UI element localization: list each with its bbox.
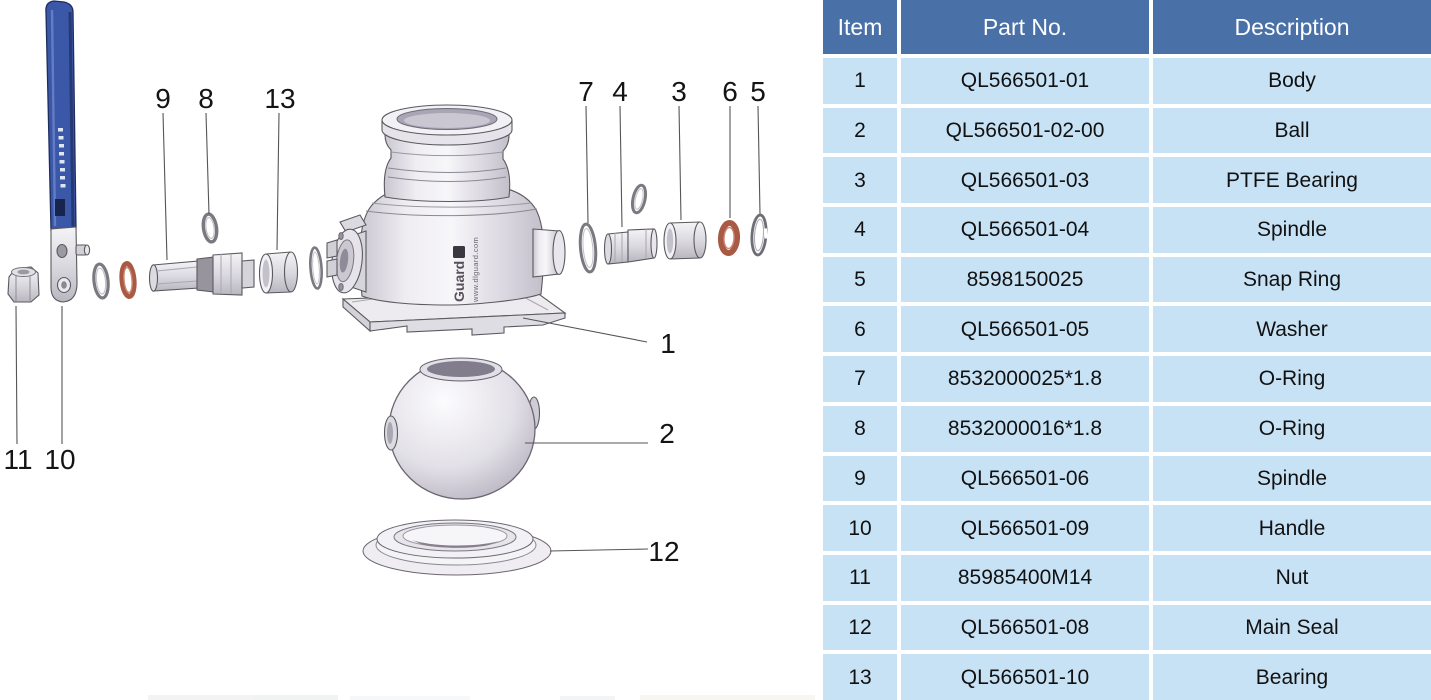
part-no-cell: QL566501-01: [901, 58, 1149, 104]
item-cell: 3: [823, 157, 897, 204]
main-seal-part: [362, 519, 552, 576]
ptfe-bearing-3-part: [663, 221, 707, 260]
callout-3: 3: [671, 76, 687, 107]
red-washer-left-part: [119, 261, 137, 299]
brand-logo-icon: [453, 246, 465, 258]
washer-ring-part: [92, 262, 110, 300]
callout-2: 2: [659, 418, 675, 449]
callout-12: 12: [648, 536, 679, 567]
part-no-cell: 8598150025: [901, 256, 1149, 303]
callout-13: 13: [264, 83, 295, 114]
col-header-description: Description: [1153, 0, 1431, 54]
spindle-9-part: [148, 252, 255, 296]
description-cell: O-Ring: [1153, 405, 1431, 452]
description-cell: Body: [1153, 58, 1431, 104]
description-cell: Snap Ring: [1153, 256, 1431, 303]
item-cell: 7: [823, 356, 897, 402]
description-cell: Handle: [1153, 505, 1431, 551]
part-no-cell: QL566501-05: [901, 306, 1149, 353]
description-cell: Ball: [1153, 107, 1431, 154]
description-cell: Spindle: [1153, 455, 1431, 502]
body-url-text: www.dlguard.com: [471, 237, 480, 303]
callout-7: 7: [578, 76, 594, 107]
description-cell: PTFE Bearing: [1153, 157, 1431, 204]
description-cell: O-Ring: [1153, 356, 1431, 402]
item-cell: 5: [823, 256, 897, 303]
item-cell: 10: [823, 505, 897, 551]
item-cell: 13: [823, 654, 897, 700]
part-no-cell: QL566501-10: [901, 654, 1149, 700]
nut-part: [7, 266, 40, 303]
description-cell: Bearing: [1153, 654, 1431, 700]
description-cell: Washer: [1153, 306, 1431, 353]
item-cell: 11: [823, 554, 897, 601]
o-ring-8-part: [201, 212, 219, 244]
col-header-part-no: Part No.: [901, 0, 1149, 54]
callout-labels: 9 8 13 7 4 3 6 5 1 2 12 11 10: [3, 76, 765, 567]
callout-8: 8: [198, 83, 214, 114]
callout-10: 10: [44, 444, 75, 475]
body-brand-print: Guard www.dlguard.com: [451, 237, 480, 303]
o-ring-7-part: [578, 222, 598, 274]
snap-ring-5-part: [750, 213, 768, 257]
part-no-cell: QL566501-08: [901, 604, 1149, 651]
handle-print-marks: [58, 128, 66, 188]
part-no-cell: 8532000016*1.8: [901, 405, 1149, 452]
description-cell: Main Seal: [1153, 604, 1431, 651]
handle-part: [45, 0, 91, 303]
col-header-item: Item: [823, 0, 897, 54]
washer-6-part: [717, 220, 741, 256]
callout-9: 9: [155, 83, 171, 114]
item-cell: 1: [823, 58, 897, 104]
callout-5: 5: [750, 76, 766, 107]
part-no-cell: 8532000025*1.8: [901, 356, 1149, 402]
small-ring-above-4: [630, 183, 648, 215]
callout-1: 1: [660, 328, 676, 359]
part-no-cell: 85985400M14: [901, 554, 1149, 601]
part-no-cell: QL566501-04: [901, 207, 1149, 253]
item-cell: 2: [823, 107, 897, 154]
callout-6: 6: [722, 76, 738, 107]
description-cell: Spindle: [1153, 207, 1431, 253]
item-cell: 9: [823, 455, 897, 502]
spindle-4-part: [603, 228, 658, 265]
exploded-view-diagram: Guard www.dlguard.com: [3, 0, 815, 700]
item-cell: 12: [823, 604, 897, 651]
body-logo-text: Guard: [451, 261, 467, 302]
leader-lines: [15, 105, 761, 552]
part-no-cell: QL566501-09: [901, 505, 1149, 551]
item-cell: 4: [823, 207, 897, 253]
part-no-cell: QL566501-06: [901, 455, 1149, 502]
part-no-cell: QL566501-02-00: [901, 107, 1149, 154]
description-cell: Nut: [1153, 554, 1431, 601]
thin-ring-part: [309, 246, 323, 290]
ball-part: [383, 357, 541, 500]
valve-body-part: Guard www.dlguard.com: [326, 104, 567, 336]
bearing-13-part: [258, 251, 299, 294]
callout-4: 4: [612, 76, 628, 107]
item-cell: 6: [823, 306, 897, 353]
part-no-cell: QL566501-03: [901, 157, 1149, 204]
item-cell: 8: [823, 405, 897, 452]
bottom-cropped-strip: [148, 695, 815, 700]
callout-11: 11: [3, 444, 32, 475]
